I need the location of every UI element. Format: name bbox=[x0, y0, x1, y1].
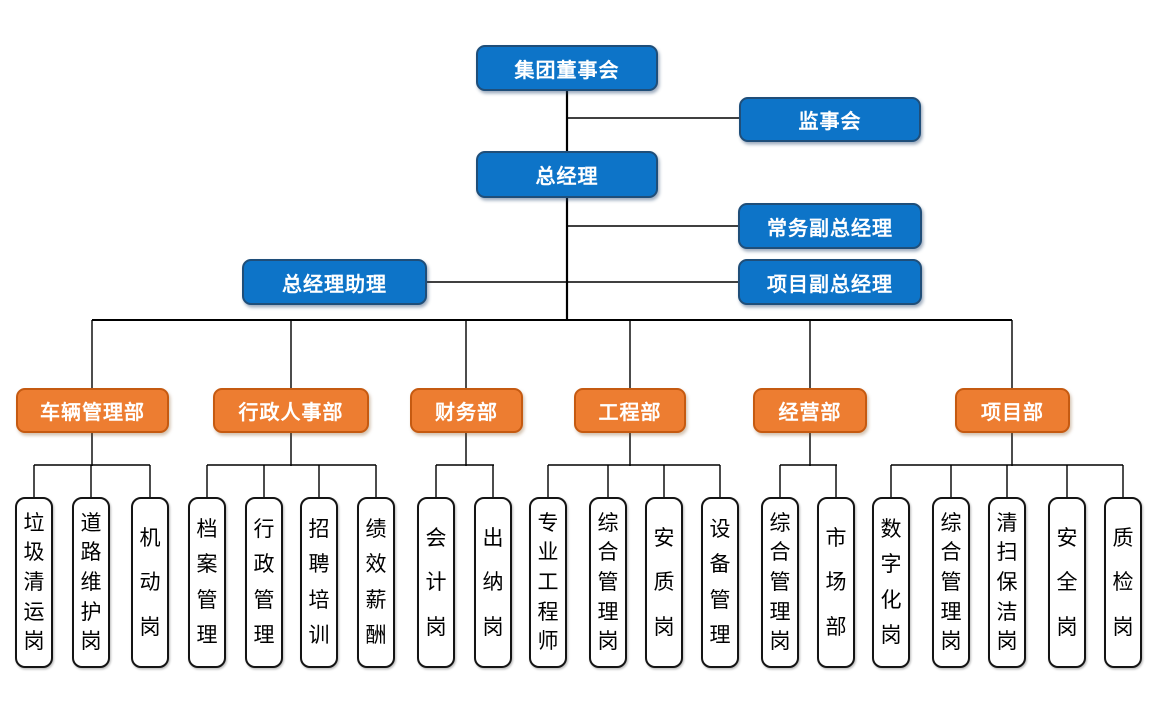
node-supervisory-board: 监事会 bbox=[739, 97, 921, 142]
dept-label: 财务部 bbox=[435, 402, 498, 424]
position-label: 设备管理 bbox=[709, 517, 731, 648]
position-box-market-department: 市场部 bbox=[817, 497, 855, 668]
dept-operations: 经营部 bbox=[753, 388, 867, 433]
position-label: 安全岗 bbox=[1056, 526, 1078, 639]
position-label: 招聘培训 bbox=[308, 517, 330, 648]
position-label: 综合管理岗 bbox=[769, 511, 791, 654]
dept-label: 行政人事部 bbox=[238, 402, 344, 424]
position-box-road-maintenance: 道路维护岗 bbox=[72, 497, 110, 668]
position-label: 专业工程师 bbox=[537, 511, 559, 654]
dept-engineering: 工程部 bbox=[574, 388, 686, 433]
dept-finance: 财务部 bbox=[410, 388, 523, 433]
position-box-professional-engineer: 专业工程师 bbox=[529, 497, 567, 668]
department-stub-connectors bbox=[91, 320, 1013, 389]
position-label: 垃圾清运岗 bbox=[23, 511, 45, 654]
position-label: 会计岗 bbox=[425, 526, 447, 639]
node-label: 集团董事会 bbox=[514, 59, 620, 82]
dept-project: 项目部 bbox=[955, 388, 1070, 433]
dept-label: 工程部 bbox=[598, 402, 662, 424]
position-box-archives-management: 档案管理 bbox=[188, 497, 226, 668]
node-label: 常务副总经理 bbox=[767, 217, 893, 240]
node-executive-deputy-gm: 常务副总经理 bbox=[738, 203, 922, 249]
position-label: 档案管理 bbox=[196, 517, 218, 648]
position-box-safety-quality: 安质岗 bbox=[645, 497, 683, 668]
position-label: 行政管理 bbox=[253, 517, 275, 648]
dept-label: 车辆管理部 bbox=[40, 402, 145, 424]
position-box-general-management-ops: 综合管理岗 bbox=[761, 497, 799, 668]
position-box-garbage-removal: 垃圾清运岗 bbox=[15, 497, 53, 668]
position-label: 绩效薪酬 bbox=[365, 517, 387, 648]
executive-branch-connectors bbox=[427, 117, 740, 283]
position-label: 出纳岗 bbox=[482, 526, 504, 639]
dept-label: 项目部 bbox=[981, 402, 1044, 424]
position-label: 安质岗 bbox=[653, 526, 675, 639]
position-box-general-management-eng: 综合管理岗 bbox=[589, 497, 627, 668]
position-box-quality-inspection: 质检岗 bbox=[1104, 497, 1142, 668]
node-project-deputy-gm: 项目副总经理 bbox=[738, 259, 922, 305]
position-box-performance-payroll: 绩效薪酬 bbox=[357, 497, 395, 668]
node-general-manager: 总经理 bbox=[476, 151, 658, 198]
dept-vehicle-management: 车辆管理部 bbox=[16, 388, 169, 433]
position-label: 综合管理岗 bbox=[597, 511, 619, 654]
position-box-cleaning: 清扫保洁岗 bbox=[988, 497, 1026, 668]
department-feeder-connectors bbox=[91, 433, 1013, 466]
position-box-safety: 安全岗 bbox=[1048, 497, 1086, 668]
dept-label: 经营部 bbox=[778, 402, 842, 424]
node-gm-assistant: 总经理助理 bbox=[242, 259, 427, 305]
position-box-digitalization: 数字化岗 bbox=[872, 497, 910, 668]
position-label: 数字化岗 bbox=[880, 517, 902, 648]
node-label: 监事会 bbox=[798, 111, 862, 133]
dept-admin-hr: 行政人事部 bbox=[213, 388, 369, 433]
position-box-mobile-duty: 机动岗 bbox=[131, 497, 169, 668]
node-group-board: 集团董事会 bbox=[476, 45, 658, 91]
position-label: 质检岗 bbox=[1112, 526, 1134, 639]
position-box-accounting: 会计岗 bbox=[417, 497, 455, 668]
position-box-equipment-management: 设备管理 bbox=[701, 497, 739, 668]
position-box-admin-management: 行政管理 bbox=[245, 497, 283, 668]
node-label: 总经理助理 bbox=[282, 273, 387, 296]
position-box-general-management-proj: 综合管理岗 bbox=[932, 497, 970, 668]
position-label: 道路维护岗 bbox=[80, 511, 102, 654]
position-label: 市场部 bbox=[825, 526, 847, 639]
node-label: 总经理 bbox=[535, 166, 599, 188]
position-box-recruit-training: 招聘培训 bbox=[300, 497, 338, 668]
node-label: 项目副总经理 bbox=[767, 273, 893, 296]
position-label: 综合管理岗 bbox=[940, 511, 962, 654]
position-stub-connectors bbox=[33, 465, 1124, 499]
position-box-cashier: 出纳岗 bbox=[474, 497, 512, 668]
position-label: 机动岗 bbox=[139, 526, 161, 639]
position-label: 清扫保洁岗 bbox=[996, 511, 1018, 654]
